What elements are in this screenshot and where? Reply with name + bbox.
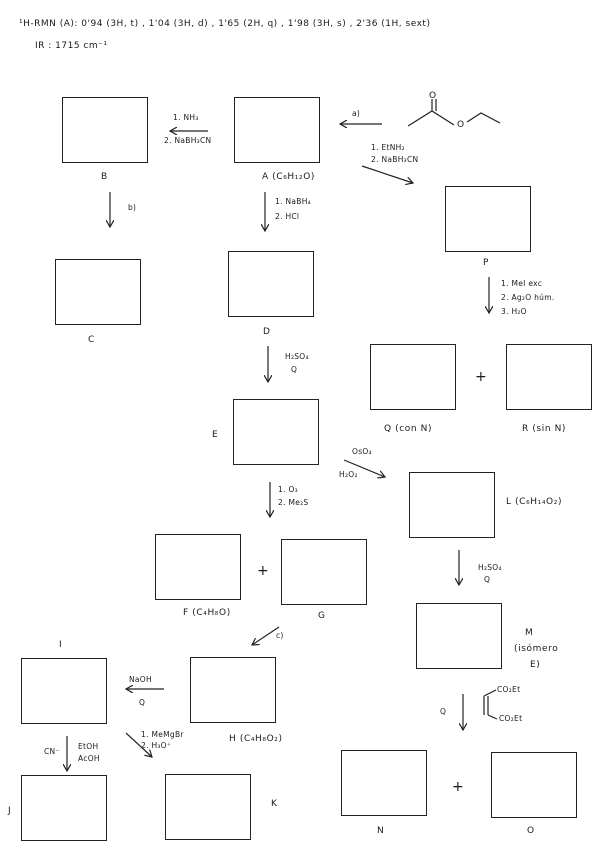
box-D bbox=[228, 251, 314, 317]
label-M-line3: E) bbox=[530, 660, 541, 670]
label-E: E bbox=[212, 430, 219, 440]
box-G bbox=[281, 539, 367, 605]
box-H bbox=[190, 657, 276, 723]
box-Q bbox=[370, 344, 456, 410]
reagent-D-E-2: Q bbox=[291, 365, 298, 374]
label-H: H (C₄H₈O₂) bbox=[229, 734, 283, 744]
reagent-b: b) bbox=[128, 203, 137, 212]
reagent-E-L-2: H₂O₂ bbox=[339, 470, 358, 479]
plus-N-O: + bbox=[452, 779, 464, 795]
reagent-D-E-1: H₂SO₄ bbox=[285, 352, 309, 361]
reagent-P-QR-1: 1. MeI exc bbox=[501, 279, 543, 288]
label-C: C bbox=[88, 335, 95, 345]
reagent-P-QR-2: 2. Ag₂O húm. bbox=[501, 293, 555, 302]
label-O: O bbox=[527, 826, 535, 836]
arrow-H-to-K bbox=[125, 732, 152, 757]
reagent-E-FG-2: 2. Me₂S bbox=[278, 498, 309, 507]
ester-oxygen: O bbox=[457, 120, 465, 130]
label-A: A (C₆H₁₂O) bbox=[262, 172, 315, 182]
box-J bbox=[21, 775, 107, 841]
ester-skeleton bbox=[407, 110, 455, 127]
reagent-E-FG-1: 1. O₃ bbox=[278, 485, 298, 494]
arrow-G-to-H bbox=[252, 626, 280, 645]
reagent-I-J-1: EtOH bbox=[78, 742, 99, 751]
reagent-A-P-2: 2. NaBH₃CN bbox=[371, 155, 419, 164]
box-P bbox=[445, 186, 531, 252]
ir-data: IR : 1715 cm⁻¹ bbox=[35, 41, 108, 51]
reagent-L-M-2: Q bbox=[484, 575, 491, 584]
box-R bbox=[506, 344, 592, 410]
reagent-I-J-2: AcOH bbox=[78, 754, 100, 763]
reagent-M-NO-heat: Q bbox=[440, 707, 447, 716]
box-B bbox=[62, 97, 148, 163]
nmr-data: ¹H-RMN (A): 0'94 (3H, t) , 1'04 (3H, d) … bbox=[19, 19, 431, 29]
reagent-H-I-1: NaOH bbox=[129, 675, 152, 684]
box-E bbox=[233, 399, 319, 465]
label-Q: Q (con N) bbox=[384, 424, 433, 434]
label-M-line2: (isómero bbox=[514, 644, 559, 654]
reagent-H-I-2: Q bbox=[139, 698, 146, 707]
plus-F-G: + bbox=[257, 563, 269, 579]
reagent-a: a) bbox=[352, 109, 361, 118]
box-K bbox=[165, 774, 251, 840]
label-L: L (C₆H₁₄O₂) bbox=[506, 497, 563, 507]
reagent-H-K-1: 1. MeMgBr bbox=[141, 730, 184, 739]
reagent-A-P-1: 1. EtNH₂ bbox=[371, 143, 405, 152]
box-N bbox=[341, 750, 427, 816]
box-A bbox=[234, 97, 320, 163]
label-K: K bbox=[271, 799, 278, 809]
label-R: R (sin N) bbox=[522, 424, 567, 434]
label-G: G bbox=[318, 611, 326, 621]
box-L bbox=[409, 472, 495, 538]
label-N: N bbox=[377, 826, 385, 836]
box-I bbox=[21, 658, 107, 724]
label-J: J bbox=[8, 806, 12, 816]
dienophile-bottom-ester: CO₂Et bbox=[499, 714, 523, 723]
reagent-L-M-1: H₂SO₄ bbox=[478, 563, 502, 572]
reagent-A-D-1: 1. NaBH₄ bbox=[275, 197, 311, 206]
plus-Q-R: + bbox=[475, 369, 487, 385]
reagent-c: c) bbox=[276, 631, 284, 640]
reagent-A-B-1: 1. NH₃ bbox=[173, 113, 199, 122]
reagent-E-L-1: OsO₄ bbox=[352, 447, 372, 456]
label-P: P bbox=[483, 258, 490, 268]
label-I: I bbox=[59, 640, 63, 650]
label-M-line1: M bbox=[525, 628, 534, 638]
reagent-I-J-left: CN⁻ bbox=[44, 747, 60, 756]
dienophile-top-ester: CO₂Et bbox=[497, 685, 521, 694]
reagent-H-K-2: 2. H₃O⁺ bbox=[141, 741, 172, 750]
box-F bbox=[155, 534, 241, 600]
reagent-A-B-2: 2. NaBH₃CN bbox=[164, 136, 212, 145]
reagent-A-D-2: 2. HCl bbox=[275, 212, 300, 221]
label-F: F (C₄H₈O) bbox=[183, 608, 231, 618]
box-O bbox=[491, 752, 577, 818]
box-C bbox=[55, 259, 141, 325]
reagent-P-QR-3: 3. H₂O bbox=[501, 307, 527, 316]
label-B: B bbox=[101, 172, 108, 182]
box-M bbox=[416, 603, 502, 669]
ketone-oxygen: O bbox=[429, 91, 437, 101]
label-D: D bbox=[263, 327, 271, 337]
arrow-E-to-L bbox=[343, 459, 385, 477]
arrow-A-to-P bbox=[361, 165, 413, 183]
